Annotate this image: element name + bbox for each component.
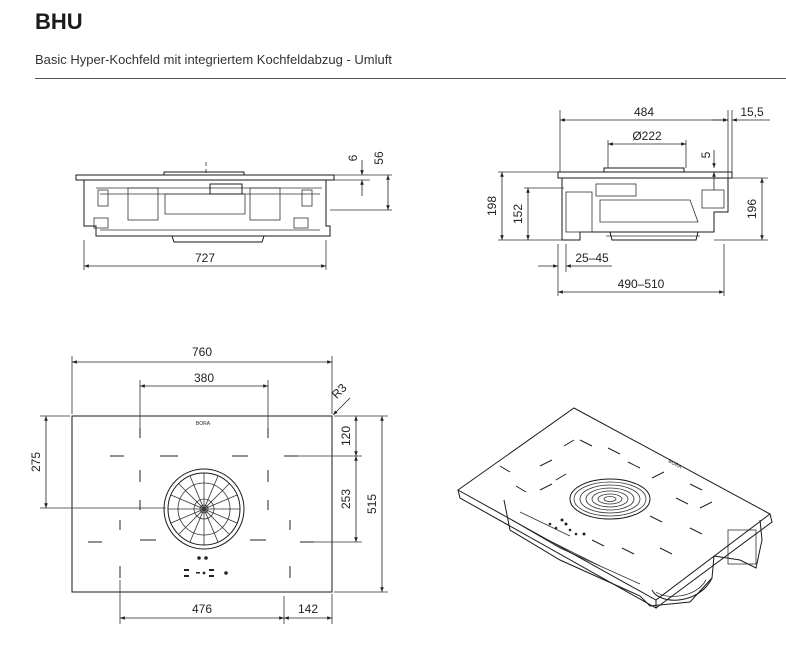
side-top-offset-label: 5 (699, 151, 713, 158)
top-gap-label: 120 (339, 426, 353, 446)
side-diameter-label: Ø222 (632, 129, 662, 143)
side-view: 484 15,5 Ø222 5 198 152 196 25–45 (485, 105, 770, 296)
side-depth-range-label: 490–510 (618, 277, 665, 291)
iso-zone-marks (499, 439, 713, 555)
front-body (83, 180, 331, 237)
fan-grille (163, 468, 245, 550)
side-body (561, 178, 729, 241)
top-bottom-right-label: 142 (298, 602, 318, 616)
side-body-height-label: 152 (511, 204, 525, 224)
front-glass-thickness-label: 6 (346, 154, 360, 161)
side-glass (557, 171, 733, 179)
top-inner-width-label: 380 (194, 371, 214, 385)
iso-fan (569, 478, 651, 520)
front-view: 727 6 56 (75, 151, 392, 270)
cooking-zone-marks (88, 428, 314, 578)
top-glass-outline (71, 415, 333, 593)
isometric-view: BORA (457, 407, 773, 609)
top-left-height-label: 275 (29, 452, 43, 472)
top-view: BORA (29, 345, 388, 624)
front-glass (75, 174, 335, 181)
front-extractor-top (163, 171, 245, 176)
top-width-label: 760 (192, 345, 212, 359)
front-width-label: 727 (195, 251, 215, 265)
iso-control-panel (548, 518, 586, 536)
side-right-height-label: 196 (745, 199, 759, 219)
front-height-label: 56 (372, 151, 386, 165)
header-divider (35, 78, 786, 79)
top-depth-label: 515 (365, 494, 379, 514)
product-title: BHU (35, 9, 83, 34)
side-total-height-label: 198 (485, 196, 499, 216)
control-panel (184, 556, 228, 577)
top-mid-height-label: 253 (339, 489, 353, 509)
side-top-width-label: 484 (634, 105, 654, 119)
side-edge-label: 15,5 (740, 105, 764, 119)
side-offset-range-label: 25–45 (575, 251, 609, 265)
top-bottom-width-label: 476 (192, 602, 212, 616)
iso-brand-label: BORA (667, 458, 683, 470)
top-brand-label: BORA (196, 421, 211, 427)
product-subtitle: Basic Hyper-Kochfeld mit integriertem Ko… (35, 52, 392, 67)
